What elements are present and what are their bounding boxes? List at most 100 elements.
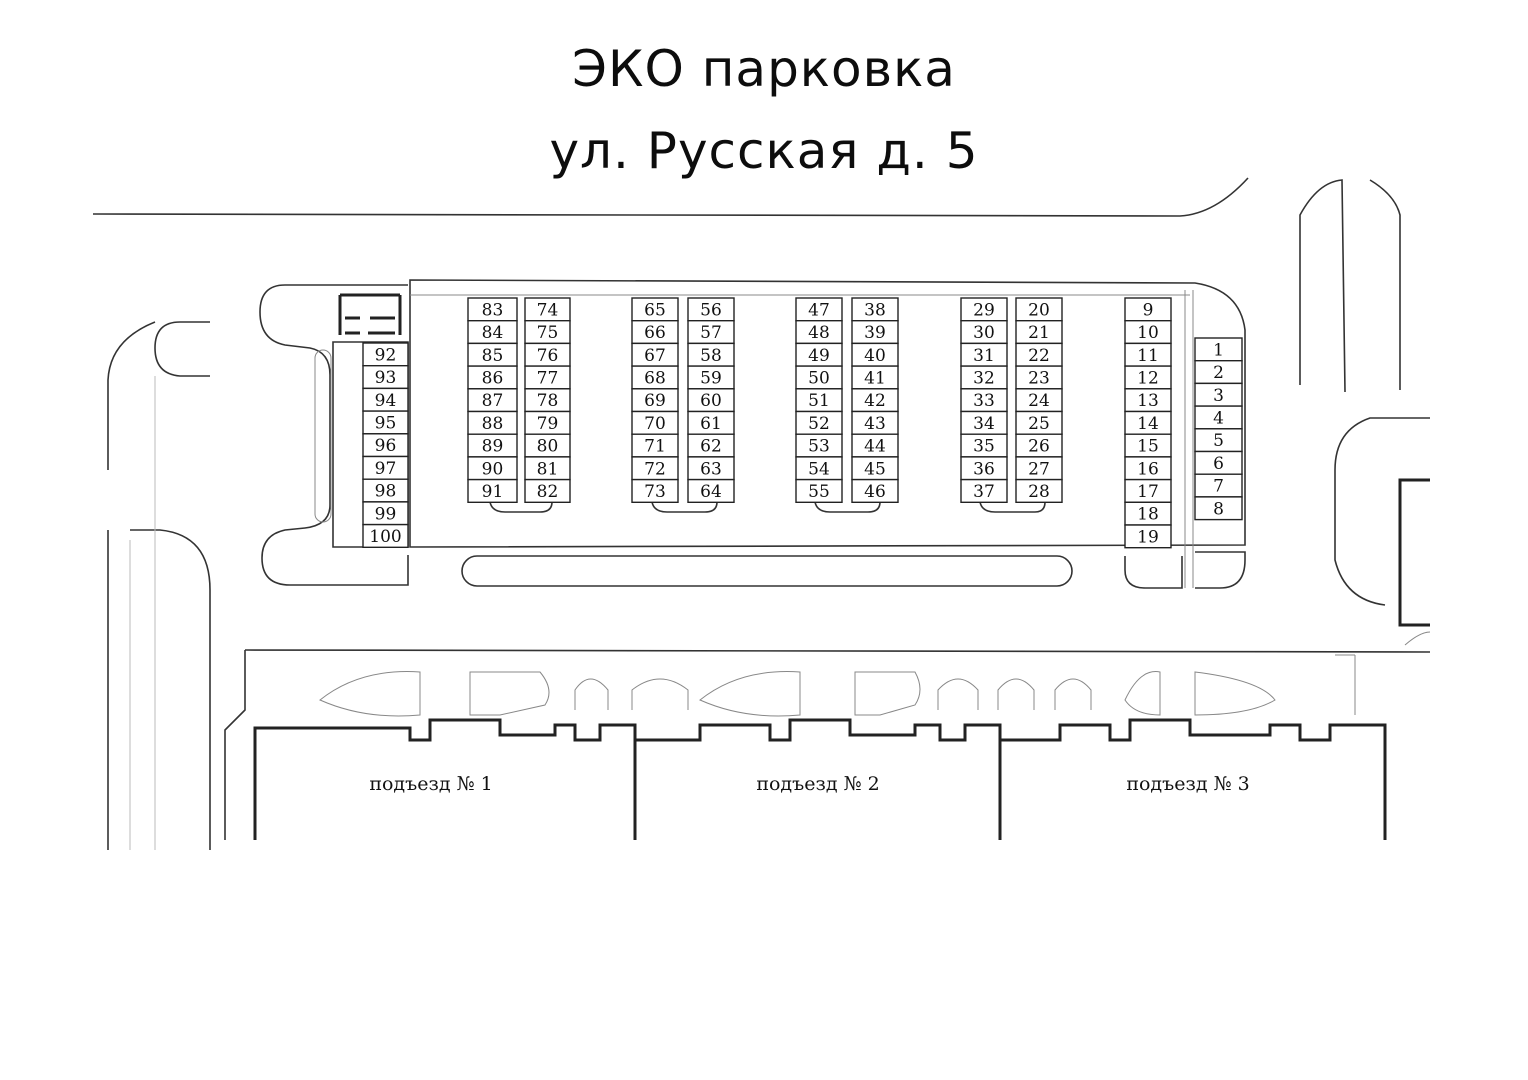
parking-slot-number: 60 [700,391,722,411]
column-connector-3 [814,501,881,513]
parking-slot-number: 44 [864,437,886,457]
street-boundary [92,177,1249,217]
parking-slot-number: 42 [864,391,886,411]
corner-island-right [1334,417,1430,606]
parking-slot-number: 82 [537,482,559,502]
parking-slot-number: 67 [644,346,666,366]
parking-slot-number: 95 [375,413,397,433]
parking-slot-number: 87 [482,391,504,411]
building-porches [319,654,1356,717]
parking-slot-number: 88 [482,414,504,434]
parking-slot-number: 84 [482,323,504,343]
parking-slot-number: 57 [700,323,722,343]
parking-slot-number: 72 [644,459,666,479]
bottom-island [461,555,1073,587]
parking-slot[interactable] [467,478,518,504]
parking-slot-number: 96 [375,436,397,456]
map-title-line-1: ЭКО парковка [572,40,956,98]
parking-slot-number: 64 [700,482,722,502]
parking-slot-number: 31 [973,346,995,366]
parking-slot-number: 71 [644,437,666,457]
parking-slot[interactable] [687,478,735,504]
parking-slot-number: 78 [537,391,559,411]
parking-slot[interactable] [960,478,1008,504]
parking-slot-number: 66 [644,323,666,343]
parking-slot-number: 14 [1137,414,1159,434]
parking-slot-number: 90 [482,459,504,479]
bottom-right-island [1124,556,1183,589]
parking-slot-number: 6 [1213,454,1224,474]
parking-slot-number: 92 [375,345,397,365]
column-connector-1 [489,501,553,513]
parking-slot-number: 81 [537,459,559,479]
parking-slot-number: 93 [375,368,397,388]
map-title-line-2: ул. Русская д. 5 [549,122,979,180]
parking-slot-number: 10 [1137,323,1159,343]
parking-slot-number: 39 [864,323,886,343]
parking-slot-number: 20 [1028,300,1050,320]
parking-slot[interactable] [631,478,679,504]
parking-slot-number: 89 [482,437,504,457]
corner-island-top-right-2 [1369,179,1401,390]
parking-slot-number: 21 [1028,323,1050,343]
parking-slot-number: 61 [700,414,722,434]
parking-slot-number: 54 [808,459,830,479]
parking-slot-number: 40 [864,346,886,366]
parking-slot-number: 1 [1213,340,1224,360]
parking-slot-number: 36 [973,459,995,479]
barrier-gate [338,293,402,335]
parking-slot[interactable] [1124,524,1172,549]
parking-slot[interactable] [1015,478,1063,504]
parking-slot-number: 15 [1137,437,1159,457]
parking-slot-number: 100 [369,527,401,547]
entrance-label-3: подъезд № 3 [1126,773,1249,795]
parking-slot-number: 58 [700,346,722,366]
parking-slot-number: 99 [375,504,397,524]
parking-slot-number: 35 [973,437,995,457]
parking-slot-number: 48 [808,323,830,343]
parking-slot-number: 46 [864,482,886,502]
parking-slot-number: 9 [1143,300,1154,320]
parking-slot[interactable] [1194,496,1243,521]
parking-slot-number: 30 [973,323,995,343]
building-front-line [244,649,1431,653]
parking-slot-number: 29 [973,300,995,320]
parking-slot-number: 17 [1137,482,1159,502]
column-connector-2 [651,501,718,513]
parking-slot-number: 59 [700,368,722,388]
parking-slot[interactable] [362,523,409,548]
parking-slot-number: 28 [1028,482,1050,502]
parking-slot-number: 63 [700,459,722,479]
parking-slot-number: 86 [482,368,504,388]
parking-slot-number: 11 [1137,346,1159,366]
parking-slot-number: 47 [808,300,830,320]
parking-slot-number: 2 [1213,363,1224,383]
parking-slot-number: 70 [644,414,666,434]
parking-slot-number: 38 [864,300,886,320]
parking-slot-number: 26 [1028,437,1050,457]
parking-slot-number: 23 [1028,368,1050,388]
parking-slot-number: 5 [1213,431,1224,451]
parking-slot[interactable] [524,478,571,504]
parking-slot-number: 19 [1137,527,1159,547]
building-right-edge [1398,478,1430,627]
parking-slot[interactable] [795,478,843,504]
parking-slot-number: 22 [1028,346,1050,366]
parking-slot[interactable] [851,478,899,504]
building-left-edge [224,650,246,840]
parking-slot-number: 34 [973,414,995,434]
parking-slot-number: 65 [644,300,666,320]
parking-slot-number: 7 [1213,477,1224,497]
parking-slot-number: 45 [864,459,886,479]
parking-slot-number: 69 [644,391,666,411]
parking-slot-number: 55 [808,482,830,502]
